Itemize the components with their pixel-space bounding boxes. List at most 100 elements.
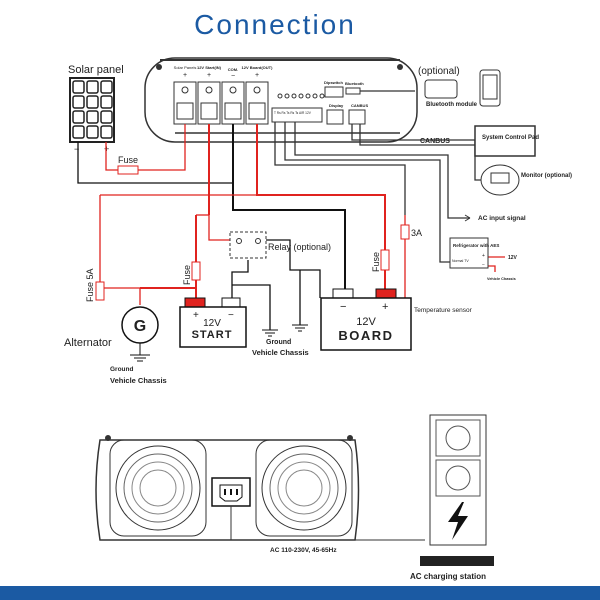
refrigerator-chassis-label: Vehicle Chassis <box>487 277 516 281</box>
ac-charging-station <box>420 414 494 566</box>
board-battery: − + 12V BOARD <box>320 288 412 351</box>
signal-terminal-block <box>271 107 323 123</box>
dipswitch <box>324 86 344 98</box>
ground-symbol-icon <box>262 329 278 337</box>
terminal-block-label: T Rs Rs Ts Rs Ts AIR 12V <box>274 111 312 115</box>
solar-cell <box>72 110 85 124</box>
start-minus: − <box>228 310 234 321</box>
ground-label: Ground <box>266 339 291 346</box>
canbus-port <box>348 109 366 125</box>
led-indicators <box>277 93 325 99</box>
solar-cell <box>72 80 85 94</box>
start-voltage: 12V <box>203 318 221 329</box>
refrigerator-label: Refrigerator with AES <box>453 243 499 248</box>
terminal-label: Solar Panels <box>174 65 197 70</box>
start-plus: + <box>193 310 199 321</box>
solar-cell <box>100 110 113 124</box>
solar-panel: Solar panel − + <box>68 64 124 154</box>
fridge-signal-wire <box>284 122 450 263</box>
ac-input-wire <box>294 122 470 219</box>
relay-board-wire <box>265 239 321 298</box>
ac-cable <box>230 506 425 541</box>
start-battery: + − 12V START <box>179 297 247 348</box>
terminal-label: COM. <box>228 67 238 72</box>
board-name: BOARD <box>338 328 393 343</box>
bluetooth-module <box>424 79 458 99</box>
bottom-bar <box>0 586 600 600</box>
alternator-wire <box>99 195 141 305</box>
terminal-com: COM. − <box>221 67 245 125</box>
solar-panel-label: Solar panel <box>68 64 124 76</box>
ac-station-label: AC charging station <box>410 572 486 581</box>
relay-red-wire <box>208 215 232 241</box>
phone-icon <box>479 69 501 107</box>
dipswitch-label: Dipswitch <box>324 80 343 85</box>
chassis-label: Vehicle Chassis <box>252 348 309 357</box>
canbus-port-label: CANBUS <box>351 103 368 108</box>
fuse-3a <box>400 224 410 240</box>
solar-cell <box>100 125 113 139</box>
com-negative-wire <box>232 124 346 298</box>
solar-cell <box>86 80 99 94</box>
alternator-symbol: G <box>134 318 146 335</box>
relay <box>229 231 267 259</box>
solar-cell <box>72 125 85 139</box>
solar-cell <box>72 95 85 109</box>
ground-label: Ground <box>110 366 133 373</box>
solar-cell <box>86 125 99 139</box>
refrigerator <box>449 237 489 269</box>
control-pad-label: System Control Pad <box>482 135 539 141</box>
system-control-pad <box>474 125 536 157</box>
canbus-label: CANBUS <box>420 138 450 145</box>
wires <box>77 90 505 330</box>
solar-cell <box>86 95 99 109</box>
solar-fuse-label: Fuse <box>118 155 138 165</box>
solar-fuse <box>117 165 139 175</box>
solar-neg-label: − <box>74 144 79 154</box>
terminal-board: 12V Board(OUT) + <box>242 65 274 125</box>
start-fuse-label: Fuse <box>182 265 192 285</box>
chassis-label: Vehicle Chassis <box>110 376 167 385</box>
ac-spec-label: AC 110-230V, 45-65Hz <box>270 547 337 554</box>
monitor-label: Monitor (optional) <box>521 173 572 179</box>
monitor <box>480 164 520 196</box>
start-fuse <box>191 261 201 281</box>
board-voltage: 12V <box>356 316 376 328</box>
start-ground-wire <box>232 284 271 330</box>
temperature-sensor-label: Temperature sensor <box>414 307 473 314</box>
display-port <box>326 109 344 125</box>
terminal-sign: − <box>231 73 235 80</box>
terminal-sign: + <box>183 72 187 79</box>
optional-label: (optional) <box>418 66 460 77</box>
refrigerator-plus: + <box>482 253 485 259</box>
alternator-label: Alternator <box>64 337 112 349</box>
charger-back-panel <box>95 435 360 541</box>
solar-positive-wire <box>105 124 186 171</box>
terminal-start: 12V Start(IN) + <box>197 65 222 125</box>
refrigerator-12v-label: 12V <box>508 255 518 261</box>
charger-unit: Solar Panels + 12V Start(IN) + COM. − 12… <box>144 57 418 143</box>
alternator-fuse <box>95 281 105 301</box>
solar-cell <box>86 110 99 124</box>
bluetooth-port <box>345 87 361 95</box>
display-port-label: Display <box>329 103 344 108</box>
ac-input-label: AC input signal <box>478 215 526 222</box>
alternator: G Alternator Ground Vehicle Chassis <box>64 306 167 385</box>
terminal-label: 12V Start(IN) <box>197 65 222 70</box>
board-minus: − <box>340 301 346 313</box>
relay-label: Relay (optional) <box>268 242 331 252</box>
canbus-wire <box>359 124 475 146</box>
alternator-fuse-label: Fuse 5A <box>85 268 95 302</box>
arrow-icon <box>464 214 471 222</box>
fuse-3a-label: 3A <box>411 228 422 238</box>
board-positive-wire <box>256 124 386 298</box>
bluetooth-module-label: Bluetooth module <box>426 102 478 108</box>
solar-cell <box>100 80 113 94</box>
refrigerator-signal-label: Normal TV <box>452 259 469 263</box>
terminal-label: 12V Board(OUT) <box>242 65 274 70</box>
lightning-icon <box>448 502 468 540</box>
refrigerator-minus: − <box>482 262 485 268</box>
solar-cell <box>100 95 113 109</box>
